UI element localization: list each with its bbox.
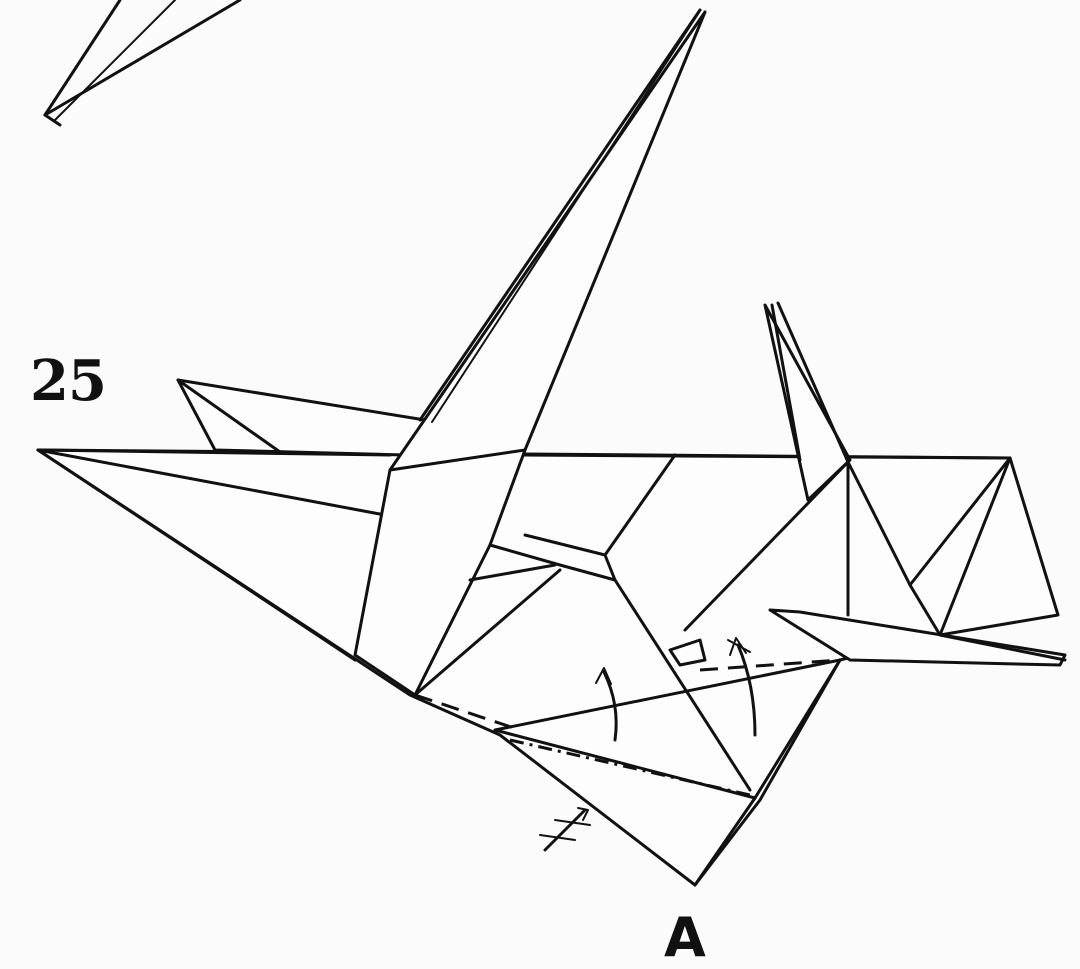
model-body	[38, 10, 1065, 885]
step-number: 25	[30, 348, 106, 414]
pivot-mark-line	[545, 810, 585, 850]
previous-step-fragment	[45, 0, 240, 125]
view-label: A	[664, 906, 706, 969]
